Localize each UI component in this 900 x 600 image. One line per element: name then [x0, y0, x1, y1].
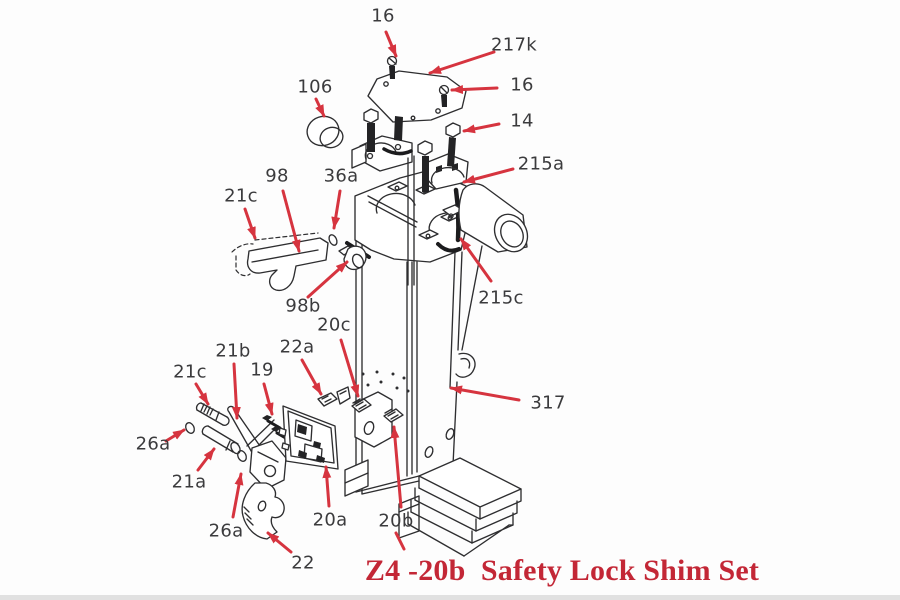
scan-edge-strip — [0, 595, 900, 600]
callout-label-215c: 215c — [478, 287, 524, 309]
arrow-21c-lower — [194, 382, 210, 406]
callout-label-26a-lower: 26a — [208, 520, 244, 542]
arrow-22a — [300, 358, 323, 396]
diagram-title: Z4 -20b Safety Lock Shim Set — [364, 554, 760, 587]
shim-plate-20a — [278, 405, 339, 470]
o-ring-26a-upper — [185, 422, 195, 434]
arrow-19 — [262, 382, 274, 416]
callout-label-21c-upper: 21c — [224, 185, 258, 207]
arrow-22 — [266, 531, 293, 554]
arrow-21b — [231, 362, 241, 420]
callout-label-215a: 215a — [517, 153, 565, 175]
callout-label-22: 22 — [291, 552, 315, 574]
safety-hook-lever-98 — [231, 232, 329, 292]
callout-label-22a: 22a — [279, 336, 315, 358]
base-steps — [407, 457, 522, 557]
arrow-217k — [428, 50, 496, 75]
arrow-215a — [462, 167, 515, 184]
callout-label-317: 317 — [530, 392, 566, 414]
shim-mount-bracket — [344, 391, 393, 497]
rivet-dots — [361, 370, 410, 393]
o-ring-26a-lower — [237, 450, 247, 462]
pin-21c — [195, 402, 230, 426]
callout-label-20b: 20b — [378, 510, 414, 532]
callout-label-21b: 21b — [215, 340, 251, 362]
arrow-21a — [196, 447, 216, 472]
callout-label-16-right: 16 — [510, 74, 534, 96]
hook-cam-22 — [241, 482, 285, 540]
callout-label-98: 98 — [265, 165, 289, 187]
callout-label-217k: 217k — [491, 34, 537, 56]
screw-16-right — [438, 84, 450, 107]
callout-label-26a-upper: 26a — [135, 433, 171, 455]
arrow-26a-lower — [231, 472, 244, 519]
arrow-26a-upper — [164, 428, 186, 443]
arrow-317 — [449, 385, 521, 402]
callout-label-98b: 98b — [285, 295, 321, 317]
callout-label-20a: 20a — [312, 509, 348, 531]
arrow-16-top — [384, 30, 398, 58]
pin-21a — [201, 425, 241, 455]
callout-label-16-top: 16 — [371, 5, 395, 27]
arrow-106 — [314, 97, 326, 118]
callout-label-106: 106 — [297, 76, 333, 98]
arrow-20b-tail — [394, 531, 406, 551]
callout-arrows — [164, 30, 521, 554]
arrow-215c — [459, 237, 493, 283]
callout-label-36a: 36a — [323, 165, 359, 187]
top-plate-217k — [367, 55, 467, 141]
arrow-14 — [462, 122, 501, 134]
arrow-21c-upper — [243, 207, 257, 240]
arrow-36a — [331, 189, 342, 230]
callout-label-20c: 20c — [317, 314, 351, 336]
shim-clips — [317, 386, 404, 423]
arrow-20c — [339, 338, 360, 398]
carriage-assembly — [345, 108, 471, 286]
side-cylinder-roller — [442, 183, 529, 351]
callout-label-19: 19 — [250, 359, 274, 381]
callout-label-21c-lower: 21c — [173, 361, 207, 383]
arrow-20a — [322, 465, 332, 508]
arrow-98b — [306, 260, 349, 299]
callout-label-21a: 21a — [171, 471, 207, 493]
callout-label-14: 14 — [510, 110, 534, 132]
bushing-106 — [306, 115, 344, 149]
arrow-20b — [390, 425, 403, 509]
arrow-16-right — [450, 85, 499, 95]
arrow-98 — [281, 189, 301, 253]
